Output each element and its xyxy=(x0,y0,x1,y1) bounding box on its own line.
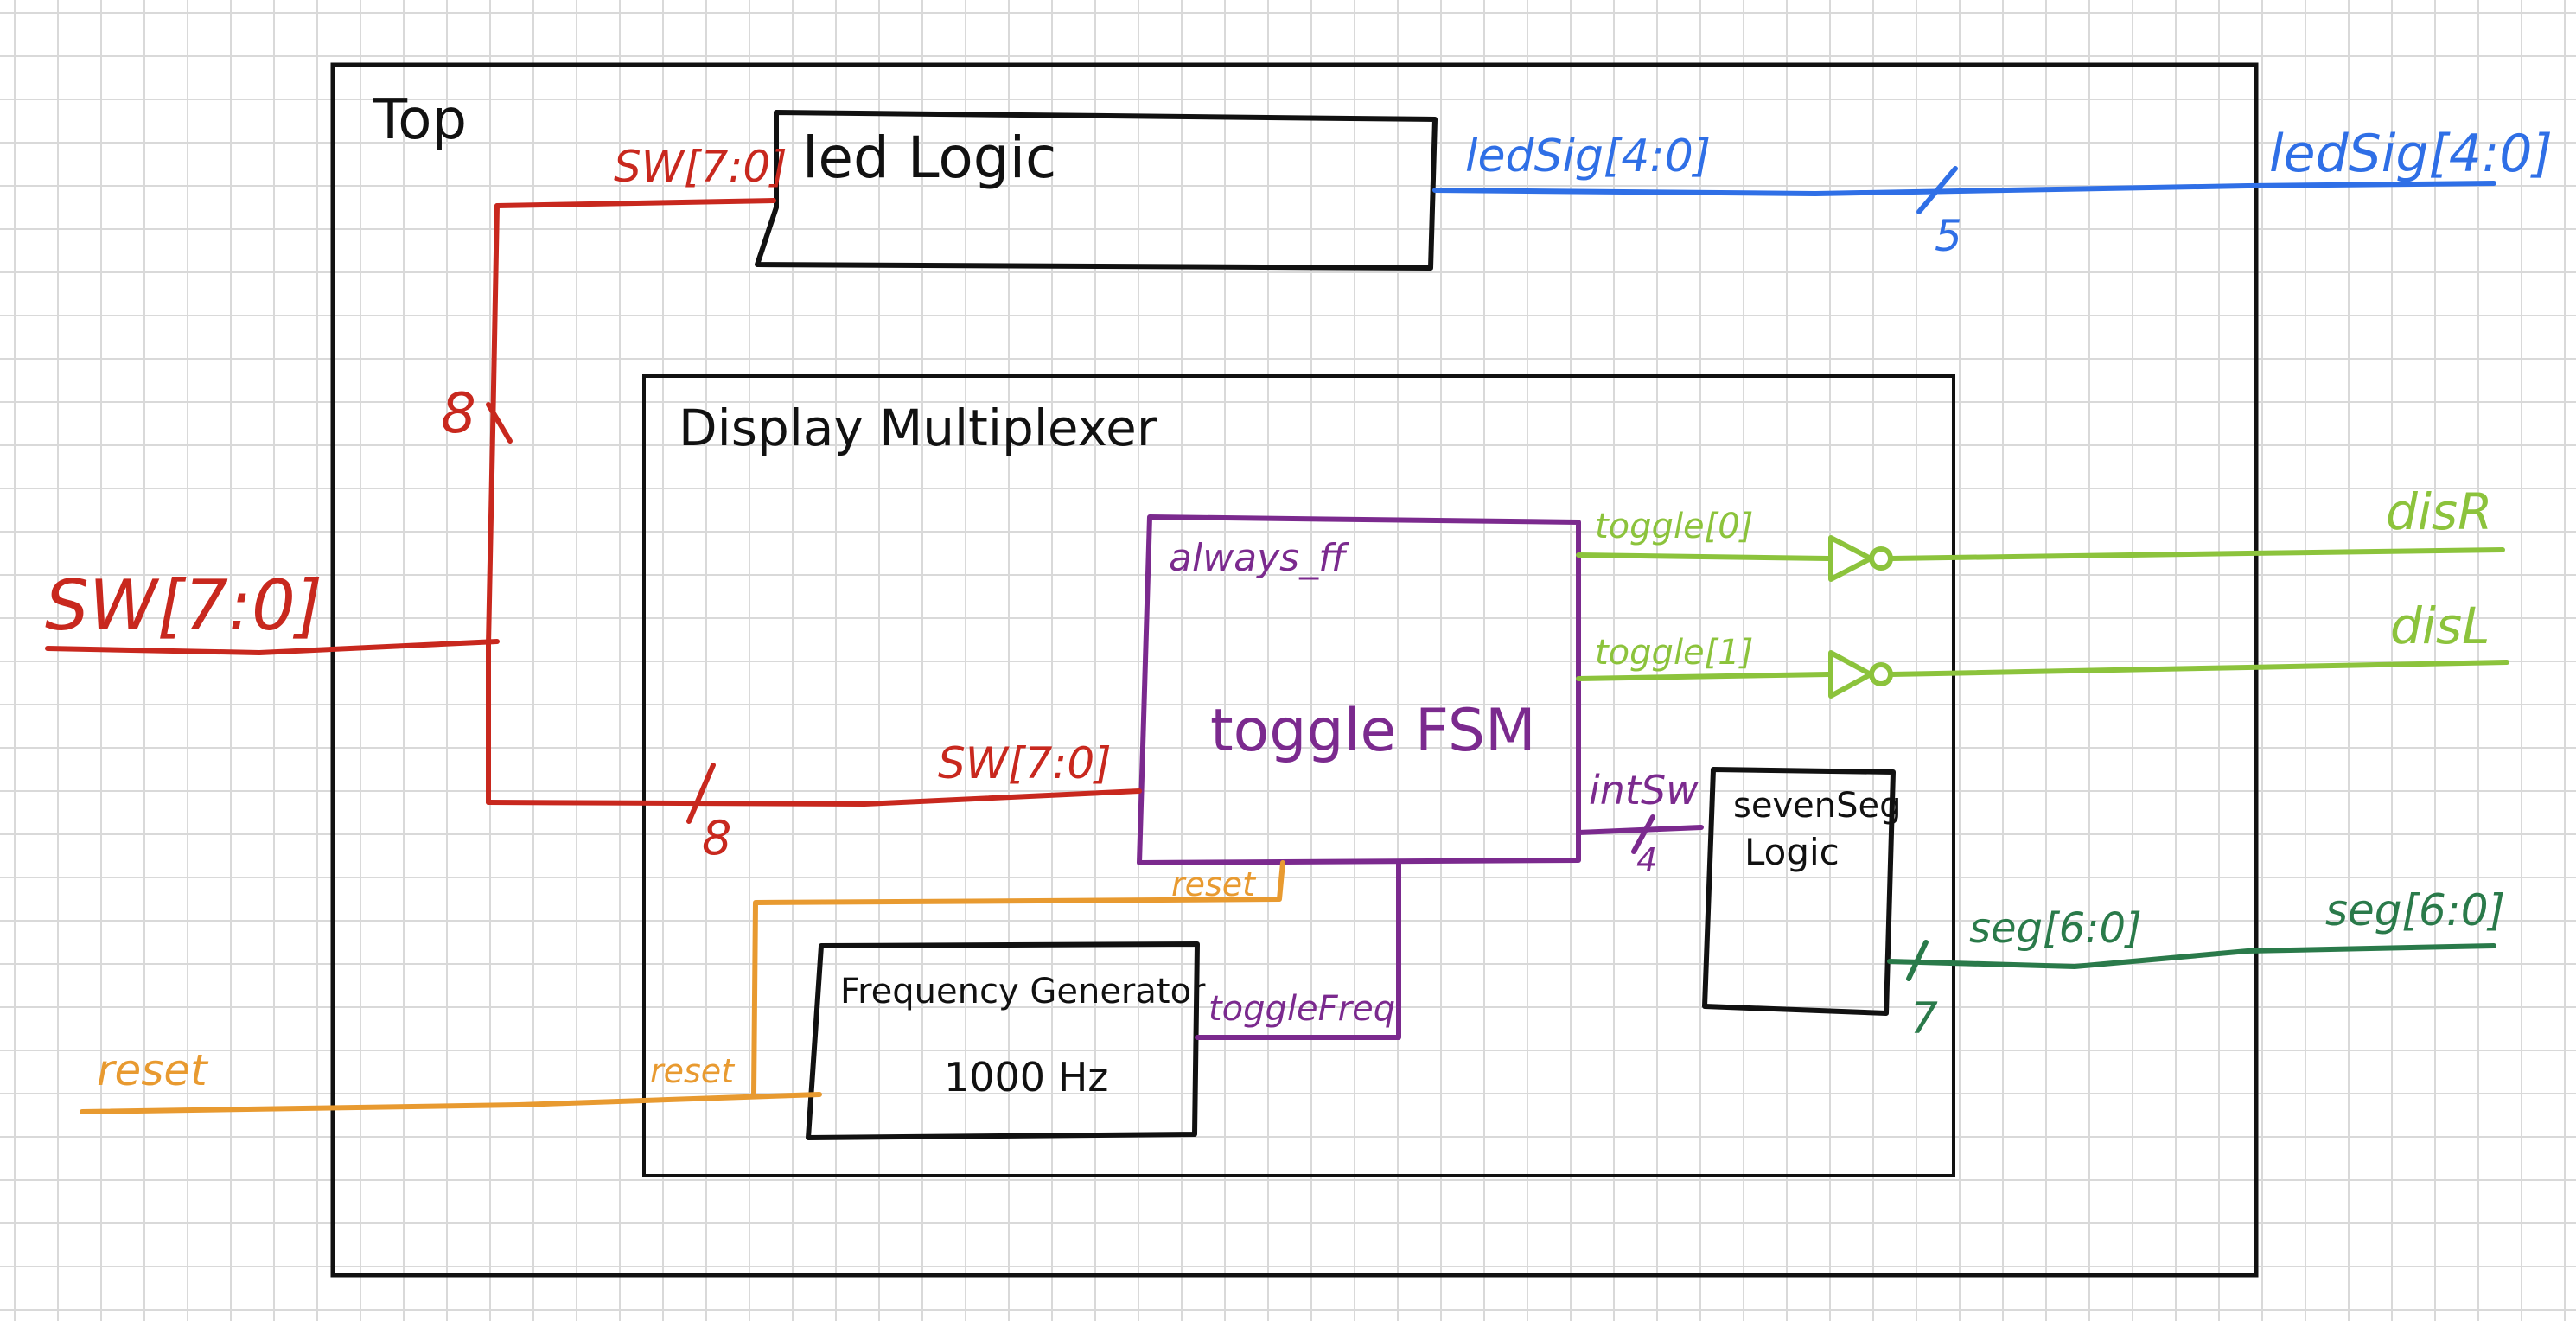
reset-fsm-label: reset xyxy=(1171,865,1257,903)
sw-bus-width: 8 xyxy=(441,382,476,446)
display-mux-label: Display Multiplexer xyxy=(679,399,1157,457)
toggle-fsm-label: toggle FSM xyxy=(1210,697,1536,765)
toggle-fsm-box xyxy=(1137,514,1581,865)
sw-fsm-width: 8 xyxy=(702,811,731,865)
led-sig-wire xyxy=(1432,166,2496,214)
seg-wire xyxy=(1887,940,2496,981)
sw-to-led-label: SW[7:0] xyxy=(614,142,787,192)
display-mux-box xyxy=(642,374,1955,1177)
toggle-freq-label: toggleFreq xyxy=(1208,989,1395,1029)
int-sw-width: 4 xyxy=(1636,841,1657,879)
seg-width-label: 7 xyxy=(1910,993,1938,1043)
seven-seg-label-1: sevenSeg xyxy=(1733,786,1901,826)
toggle1-label: toggle[1] xyxy=(1595,633,1753,673)
led-sig-outer-label: ledSig[4:0] xyxy=(2269,124,2553,184)
always-ff-label: always_ff xyxy=(1169,536,1349,580)
top-module-box xyxy=(330,62,2259,1278)
sw-input-label: SW[7:0] xyxy=(45,565,322,646)
seg-outer-label: seg[6:0] xyxy=(2325,885,2505,935)
top-module-label: Top xyxy=(373,88,467,152)
int-sw-label: intSw xyxy=(1589,767,1699,814)
seven-seg-box xyxy=(1702,767,1896,1016)
sw-bus xyxy=(45,198,1142,824)
seven-seg-label-2: Logic xyxy=(1744,831,1840,873)
freq-value-label: 1000 Hz xyxy=(944,1054,1108,1101)
reset-wires xyxy=(80,860,1285,1114)
sw-to-fsm-label: SW[7:0] xyxy=(938,738,1112,788)
freq-gen-box xyxy=(806,941,1200,1140)
led-sig-inner-label: ledSig[4:0] xyxy=(1465,131,1711,182)
led-logic-box xyxy=(755,110,1438,271)
toggle0-label: toggle[0] xyxy=(1595,507,1753,546)
led-width-label: 5 xyxy=(1935,211,1962,261)
led-logic-label: led Logic xyxy=(802,124,1056,191)
reset-freq-label: reset xyxy=(650,1052,736,1090)
dis-l-label: disL xyxy=(2390,597,2490,655)
freq-gen-label: Frequency Generator xyxy=(840,972,1206,1011)
dis-r-label: disR xyxy=(2386,482,2492,541)
purple-wires xyxy=(1195,814,1704,1040)
reset-input-label: reset xyxy=(97,1045,209,1095)
seg-inner-label: seg[6:0] xyxy=(1969,904,2142,953)
toggle-wires xyxy=(1576,535,2509,699)
